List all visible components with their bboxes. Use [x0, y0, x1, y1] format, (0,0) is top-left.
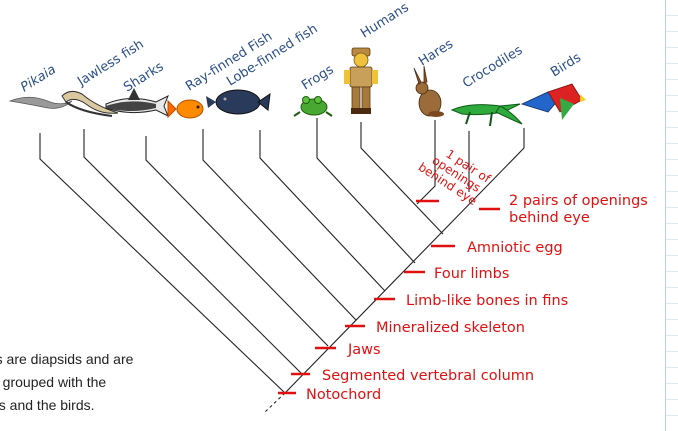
trait-label-four-limbs: Four limbs — [434, 266, 509, 282]
trait-ticks — [278, 199, 500, 395]
trait-label-mineralized: Mineralized skeleton — [376, 320, 525, 336]
branch-jawless-fish — [83, 129, 303, 375]
parrot-icon — [520, 83, 586, 120]
trait-label-limb-bones: Limb-like bones in fins — [406, 293, 568, 309]
trait-labels: Notochord Segmented vertebral column Jaw… — [306, 147, 648, 403]
branch-ray-finned — [202, 129, 357, 321]
branch-sharks — [145, 136, 329, 347]
branch-frogs — [316, 118, 416, 264]
cladogram-branches — [39, 118, 525, 413]
trait-label-two-openings-line1: 2 pairs of openings — [509, 193, 648, 209]
branch-humans — [360, 122, 444, 235]
shark-icon — [105, 88, 169, 118]
branch-pikaia — [39, 133, 286, 394]
taxon-labels: Pikaia Jawless fish Sharks Ray-finned Fi… — [18, 0, 584, 95]
human-figure-icon — [344, 47, 378, 114]
crocodile-icon — [450, 103, 523, 127]
caption-line-1: rs are diapsids and are — [0, 351, 134, 367]
taxon-label-pikaia: Pikaia — [18, 62, 59, 95]
frog-icon — [293, 96, 333, 117]
hare-icon — [413, 65, 444, 117]
trait-label-amniotic-egg: Amniotic egg — [467, 240, 563, 256]
taxon-label-humans: Humans — [358, 0, 412, 41]
taxon-label-frogs: Frogs — [299, 62, 336, 93]
root-stem — [264, 392, 286, 413]
trait-label-two-openings-line2: behind eye — [509, 210, 590, 226]
trait-label-vertebral-column: Segmented vertebral column — [322, 368, 534, 384]
trait-label-jaws: Jaws — [347, 342, 381, 358]
caption-text: rs are diapsids and are e grouped with t… — [0, 348, 180, 417]
main-trunk — [284, 128, 525, 394]
branch-hares — [416, 120, 436, 205]
coelacanth-icon — [206, 89, 271, 115]
caption-line-2: e grouped with the — [0, 374, 107, 390]
lamprey-icon — [61, 90, 119, 117]
taxon-label-sharks: Sharks — [121, 59, 167, 95]
caption-line-3: es and the birds. — [0, 397, 95, 413]
taxon-label-crocodiles: Crocodiles — [460, 43, 525, 92]
pikaia-icon — [8, 96, 73, 109]
goldfish-icon — [167, 99, 204, 119]
side-panel-edge — [665, 0, 678, 431]
trait-label-notochord: Notochord — [306, 387, 381, 403]
branch-lobe-finned — [259, 130, 386, 292]
taxon-label-birds: Birds — [548, 50, 584, 80]
trait-label-one-opening: 1 pair of openings behind eye — [416, 147, 494, 208]
taxon-label-hares: Hares — [416, 37, 456, 70]
